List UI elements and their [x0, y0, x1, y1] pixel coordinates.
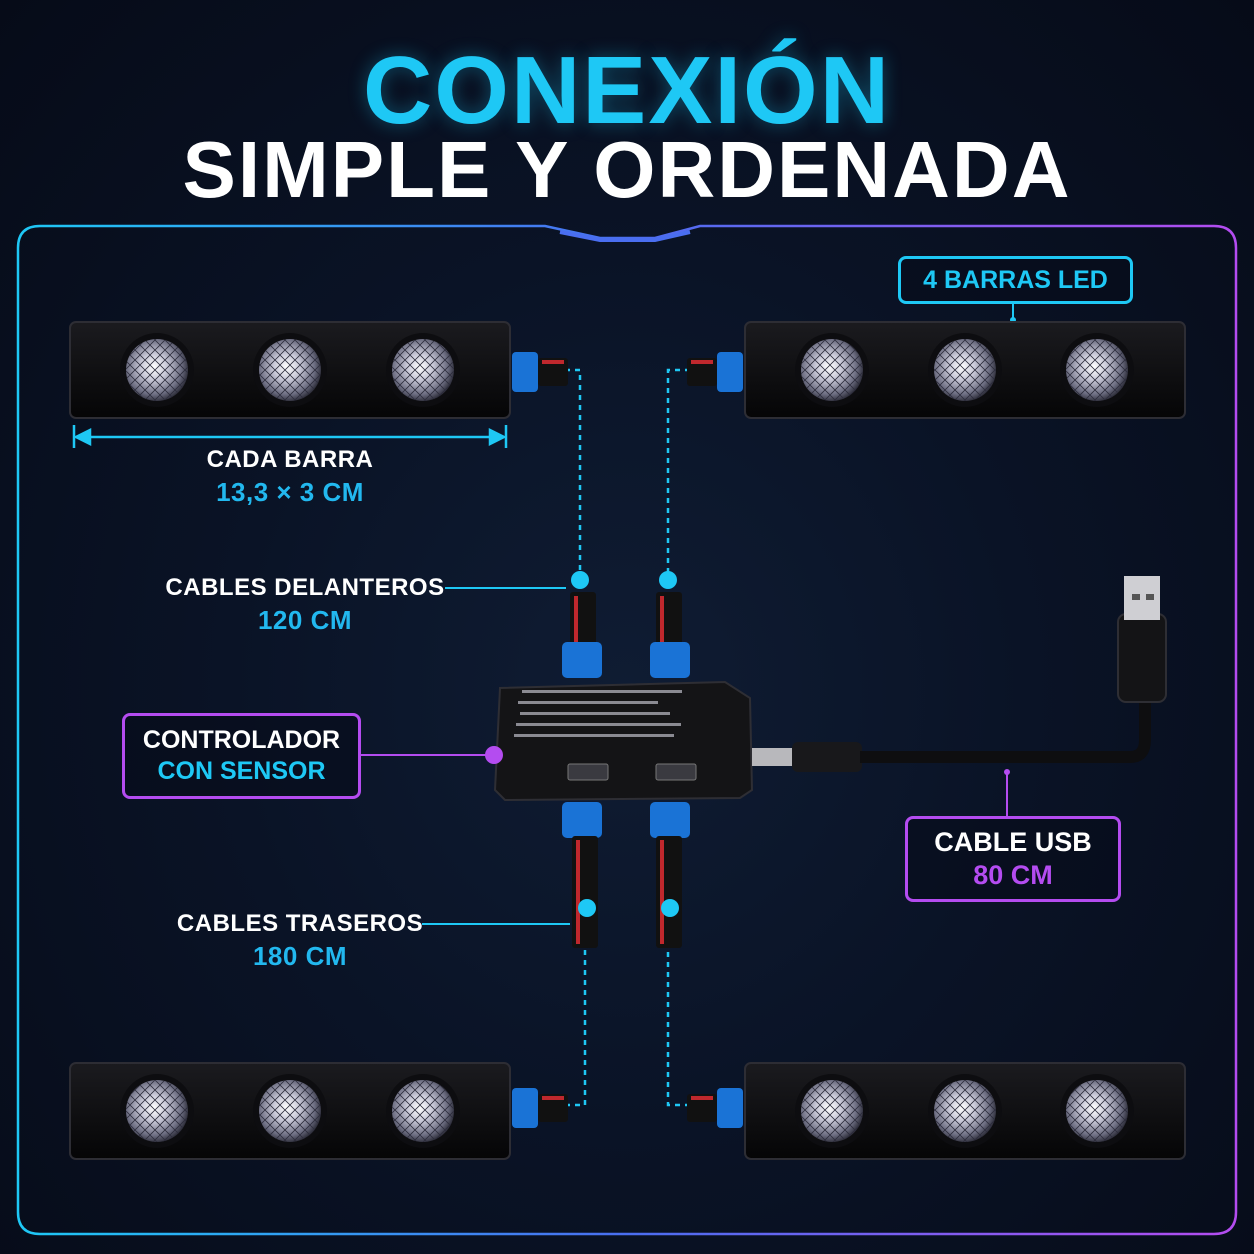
diagram-frame	[16, 224, 1238, 1236]
rear-cable-connectors	[562, 802, 690, 948]
controller-callout: CONTROLADOR CON SENSOR	[122, 713, 361, 799]
disco-light-icon	[253, 1074, 327, 1148]
rear-cables-callout: CABLES TRASEROS 180 CM	[170, 908, 430, 972]
front-cables-label: CABLES DELANTEROS	[165, 574, 445, 601]
cable-lines	[565, 368, 690, 1107]
bar-size-label: CADA BARRA	[206, 446, 374, 473]
front-cable-connectors	[562, 592, 690, 678]
disco-light-icon	[1060, 1074, 1134, 1148]
wire-connector-icon	[687, 352, 743, 392]
disco-light-icon	[253, 333, 327, 407]
bar-size-value: 13,3 × 3 CM	[216, 477, 364, 507]
usb-cable-length: 80 CM	[973, 860, 1053, 890]
usb-cable-label: CABLE USB	[934, 827, 1092, 857]
led-bar-rear-left	[69, 1062, 568, 1160]
led-bar-rear-right	[687, 1062, 1186, 1160]
wire-connector-icon	[512, 1088, 568, 1128]
width-dimension-arrow	[72, 425, 508, 448]
disco-light-icon	[386, 333, 460, 407]
led-bars-badge: 4 BARRAS LED	[898, 256, 1133, 304]
disco-light-icon	[928, 1074, 1002, 1148]
page-subtitle: SIMPLE Y ORDENADA	[182, 125, 1072, 214]
led-bars-label: 4 BARRAS LED	[923, 265, 1108, 294]
controller-label: CONTROLADOR	[142, 726, 341, 754]
front-cables-callout: CABLES DELANTEROS 120 CM	[160, 572, 450, 636]
disco-light-icon	[1060, 333, 1134, 407]
rear-cables-length: 180 CM	[252, 941, 348, 971]
page-title: CONEXIÓN	[362, 37, 892, 144]
bar-size-callout: CADA BARRA 13,3 × 3 CM	[140, 444, 440, 508]
disco-light-icon	[386, 1074, 460, 1148]
disco-light-icon	[795, 1074, 869, 1148]
disco-light-icon	[120, 333, 194, 407]
usb-plug-icon	[860, 576, 1167, 763]
usb-cable-callout: CABLE USB 80 CM	[905, 816, 1121, 902]
rear-cables-label: CABLES TRASEROS	[176, 910, 424, 937]
disco-light-icon	[795, 333, 869, 407]
disco-light-icon	[120, 1074, 194, 1148]
controller-sensor-label: CON SENSOR	[157, 757, 326, 785]
led-bar-front-left	[69, 321, 568, 419]
wire-connector-icon	[687, 1088, 743, 1128]
disco-light-icon	[928, 333, 1002, 407]
wire-connector-icon	[512, 352, 568, 392]
front-cables-length: 120 CM	[257, 605, 353, 635]
controller-box-icon	[493, 680, 862, 802]
led-bar-front-right	[687, 321, 1186, 419]
